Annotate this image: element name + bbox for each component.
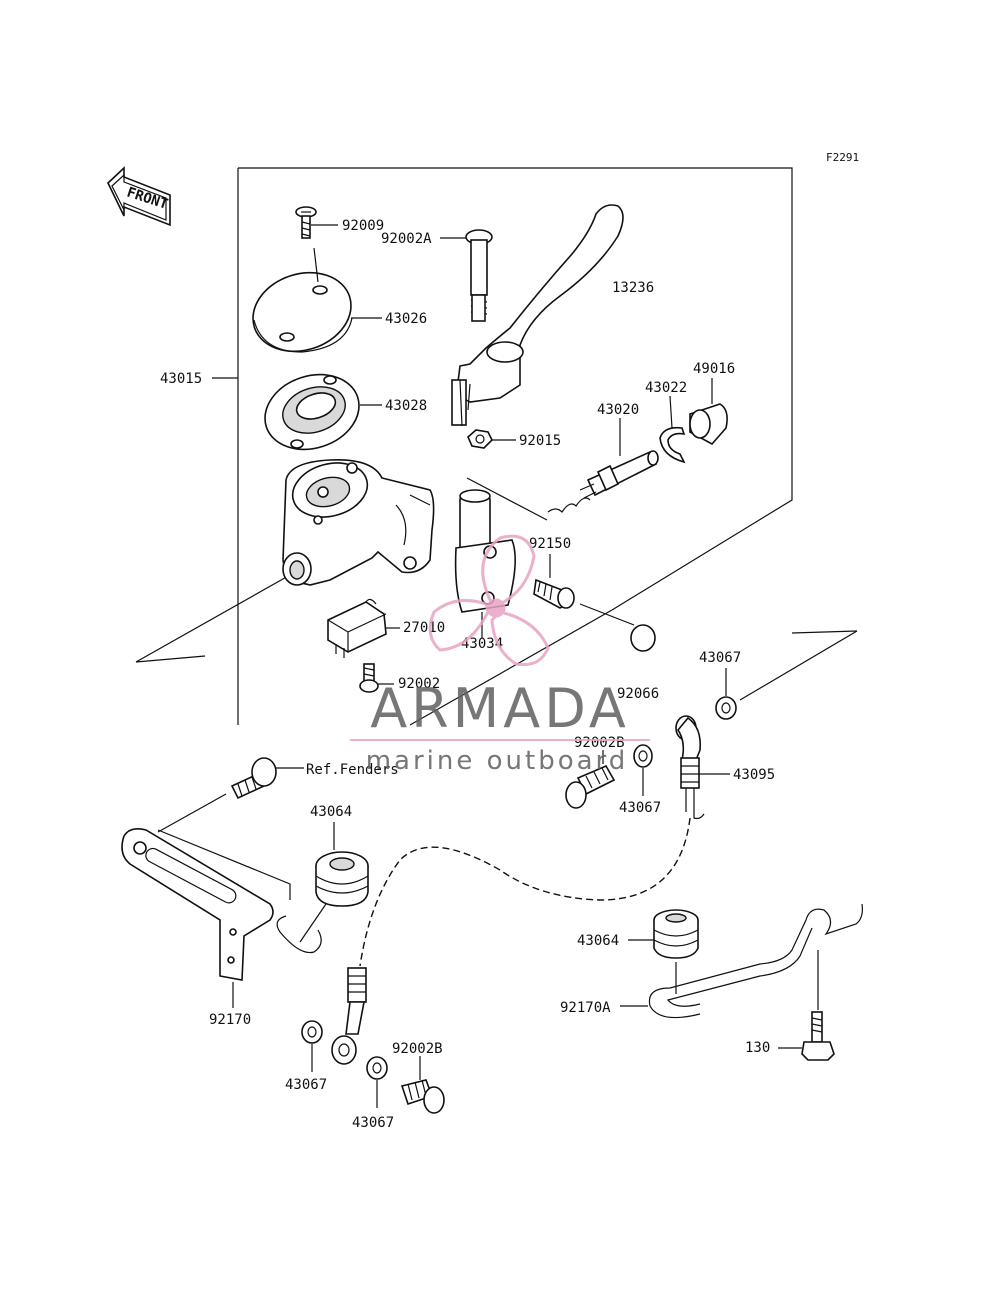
assembly-outline xyxy=(135,167,858,726)
snap-ring-43022 xyxy=(659,395,686,464)
label-92002A: 92002A xyxy=(381,231,432,247)
pivot-bolt-92002A xyxy=(440,229,493,322)
label-92015: 92015 xyxy=(519,433,561,449)
label-13236: 13236 xyxy=(612,280,654,296)
piston-43020 xyxy=(547,418,659,513)
hose-fitting-43095 xyxy=(675,715,730,820)
label-49016: 49016 xyxy=(693,361,735,377)
diaphragm-43028 xyxy=(264,373,382,451)
label-43026: 43026 xyxy=(385,311,427,327)
grommet-43064-left xyxy=(299,822,369,943)
label-92066: 92066 xyxy=(617,686,659,702)
bolt-130 xyxy=(778,950,835,1061)
bracket-92170 xyxy=(121,828,291,1008)
label-43067-low-left: 43067 xyxy=(285,1077,327,1093)
bolt-ref-fenders xyxy=(157,757,304,833)
label-43095: 43095 xyxy=(733,767,775,783)
label-92002B-low: 92002B xyxy=(392,1041,443,1057)
nut-92015 xyxy=(467,429,516,449)
bracket-92170A xyxy=(620,903,863,1019)
reservoir-cap-43026 xyxy=(252,247,382,353)
figure-code: F2291 xyxy=(826,151,859,164)
washer-43067-top xyxy=(715,668,737,720)
bolt-92002B-mid xyxy=(565,750,616,809)
watermark-tagline: marine outboard xyxy=(366,746,629,776)
label-43022: 43022 xyxy=(645,380,687,396)
switch-27010 xyxy=(327,598,400,658)
washer-43067-mid xyxy=(633,744,653,796)
label-ref-fenders: Ref.Fenders xyxy=(306,762,399,778)
label-92009: 92009 xyxy=(342,218,384,234)
brake-lever-13236 xyxy=(451,204,624,427)
label-130: 130 xyxy=(745,1040,770,1056)
label-92170A: 92170A xyxy=(560,1000,611,1016)
front-arrow-icon: FRONT xyxy=(107,166,171,227)
clip-left xyxy=(276,915,322,954)
propeller-logo-icon xyxy=(428,534,550,667)
label-43067-top: 43067 xyxy=(699,650,741,666)
cap-92066 xyxy=(630,624,656,652)
label-43067-mid: 43067 xyxy=(619,800,661,816)
bolt-92002B-low xyxy=(400,1056,445,1114)
label-43064-left: 43064 xyxy=(310,804,352,820)
label-43020: 43020 xyxy=(597,402,639,418)
grommet-43064-right xyxy=(628,909,699,959)
screw-92002 xyxy=(359,663,394,693)
washer-43067-low xyxy=(366,1056,388,1108)
brake-hose xyxy=(359,817,691,967)
label-43028: 43028 xyxy=(385,398,427,414)
label-92150: 92150 xyxy=(529,536,571,552)
screw-92009 xyxy=(295,206,338,239)
watermark-brand: ARMADA xyxy=(370,677,630,740)
label-43067-low: 43067 xyxy=(352,1115,394,1131)
hose-fitting-lower xyxy=(331,967,367,1065)
washer-43067-low-left xyxy=(301,1020,323,1072)
label-43034: 43034 xyxy=(461,636,503,652)
label-27010: 27010 xyxy=(403,620,445,636)
label-43064-right: 43064 xyxy=(577,933,619,949)
label-92002: 92002 xyxy=(398,676,440,692)
master-cylinder-body xyxy=(282,459,435,586)
boot-49016 xyxy=(689,378,728,446)
label-92170: 92170 xyxy=(209,1012,251,1028)
label-43015: 43015 xyxy=(160,371,202,387)
bolt-92150 xyxy=(533,554,635,626)
watermark: ARMADA marine outboard xyxy=(350,534,650,776)
